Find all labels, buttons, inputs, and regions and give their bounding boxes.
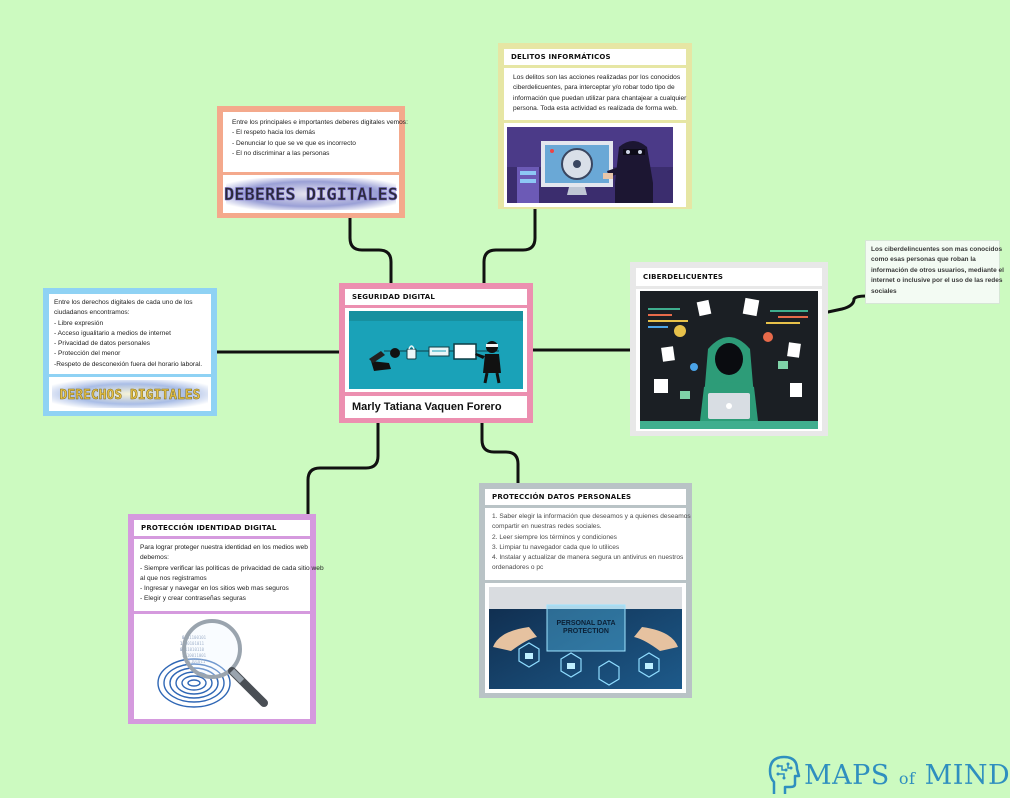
derechos-text: Entre los derechos digitales de cada uno… (54, 299, 203, 368)
connector-datos (480, 420, 520, 486)
derechos-node[interactable]: Entre los derechos digitales de cada uno… (43, 288, 217, 416)
data-protection-caption-1: PERSONAL DATA (556, 620, 615, 627)
maps-of-mind-logo: MAPS of MIND (768, 752, 1010, 796)
security-illustration (349, 311, 523, 389)
ciber-title: CIBERDELICUENTES (643, 273, 724, 281)
deberes-node[interactable]: Entre los principales e importantes debe… (217, 106, 408, 218)
svg-text:1010011001: 1010011001 (182, 653, 207, 658)
central-title: SEGURIDAD DIGITAL (352, 293, 435, 301)
connector-delitos (482, 206, 537, 286)
connector-identidad (306, 420, 380, 517)
svg-text:1100101011: 1100101011 (180, 641, 205, 646)
connector-ciber-note (826, 294, 868, 314)
svg-text:0011010110: 0011010110 (180, 647, 205, 652)
svg-text:01101011: 01101011 (186, 659, 206, 664)
connector-deberes (348, 216, 393, 286)
proteccion-datos-node[interactable]: PROTECCIÓN DATOS PERSONALES 1. Saber ele… (479, 483, 692, 698)
central-node[interactable]: SEGURIDAD DIGITAL (339, 283, 533, 423)
svg-text:0101100101: 0101100101 (182, 635, 207, 640)
data-protection-image: PERSONAL DATA PROTECTION (489, 587, 682, 689)
delitos-title: DELITOS INFORMÁTICOS (511, 53, 611, 61)
proteccion-datos-title: PROTECCIÓN DATOS PERSONALES (492, 493, 632, 501)
ciber-note-text: Los ciberdelincuentes son mas conocidos … (871, 246, 1004, 295)
delitos-text: Los delitos son las acciones realizadas … (513, 74, 687, 112)
deberes-text: Entre los principales e importantes debe… (232, 119, 408, 157)
brand-wordmark: MAPS of MIND (804, 760, 1010, 791)
deberes-banner: DEBERES DIGITALES (224, 185, 398, 205)
proteccion-identidad-node[interactable]: PROTECCIÓN IDENTIDAD DIGITAL Para lograr… (128, 514, 324, 724)
hacker-illustration (507, 127, 673, 203)
deberes-banner-image: DEBERES DIGITALES (224, 178, 398, 210)
brain-head-icon (768, 755, 801, 794)
derechos-banner-image: DERECHOS DIGITALES (52, 380, 208, 408)
delitos-node[interactable]: DELITOS INFORMÁTICOS Los delitos son las… (498, 43, 692, 209)
proteccion-identidad-title: PROTECCIÓN IDENTIDAD DIGITAL (141, 524, 277, 532)
proteccion-datos-text: 1. Saber elegir la información que desea… (492, 513, 691, 572)
author-name: Marly Tatiana Vaquen Forero (352, 401, 502, 413)
ciber-note[interactable]: Los ciberdelincuentes son mas conocidos … (865, 240, 1004, 304)
ciber-node[interactable]: CIBERDELICUENTES (630, 262, 828, 436)
proteccion-identidad-text: Para lograr proteger nuestra identidad e… (140, 544, 324, 603)
data-protection-caption-2: PROTECTION (563, 628, 609, 635)
derechos-banner: DERECHOS DIGITALES (60, 388, 201, 403)
cybercriminal-illustration (640, 291, 818, 429)
fingerprint-magnifier-image: 0101100101 1100101011 0011010110 1010011… (138, 617, 306, 716)
